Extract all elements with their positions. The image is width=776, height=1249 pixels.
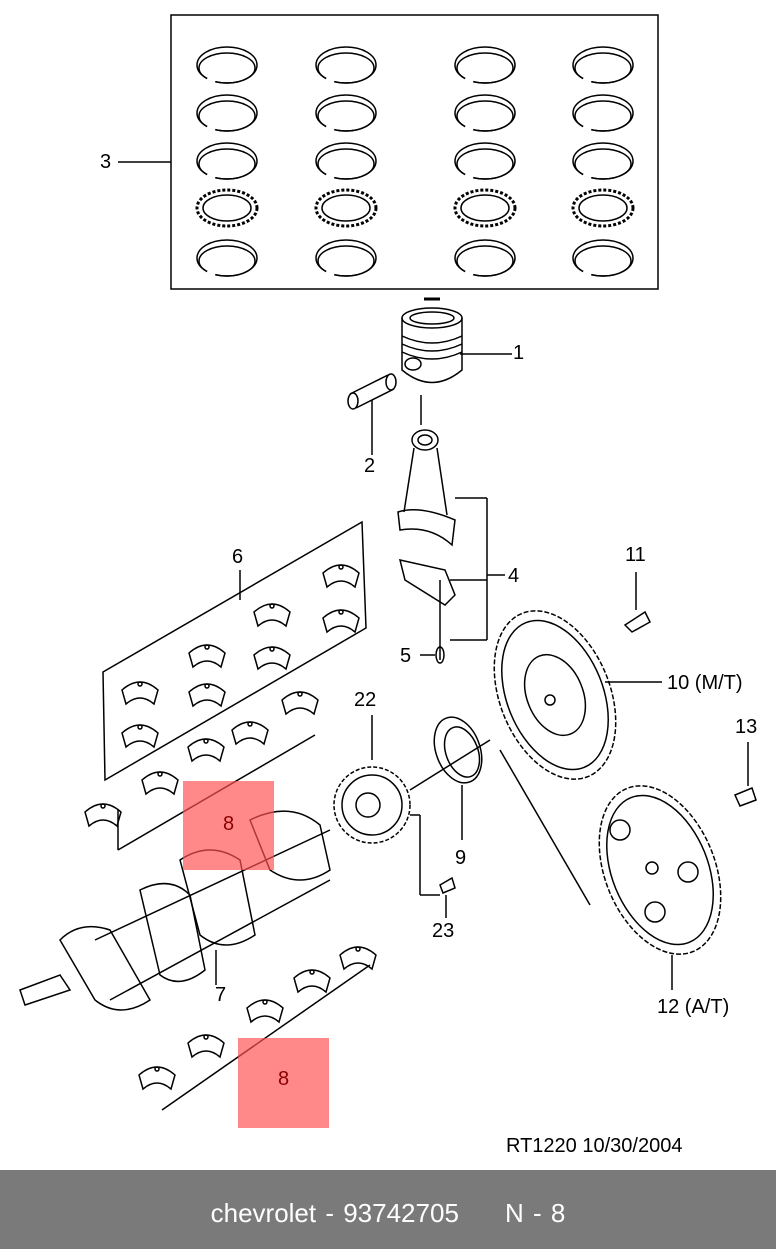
exploded-parts-diagram (19, 14, 757, 1111)
callout-22: 22 (354, 689, 377, 711)
compression-ring (196, 94, 258, 132)
callout-23: 23 (432, 920, 455, 942)
bearing-shell (121, 724, 159, 749)
bearing-shell (121, 681, 159, 706)
piston (401, 297, 512, 425)
piston-ring-grid (195, 46, 635, 277)
piston-pin (347, 373, 397, 455)
compression-ring (315, 94, 377, 132)
main-bearings-lower (138, 946, 377, 1111)
connecting-rod (397, 429, 505, 664)
bearing-shell (281, 691, 319, 716)
bearing-set-box (102, 520, 367, 782)
callout-12: 12 (A/T) (657, 996, 730, 1018)
flywheel-manual (493, 572, 662, 780)
callout-2: 2 (364, 455, 376, 477)
bearing-shell (253, 603, 291, 628)
rear-oil-seal (409, 716, 491, 840)
crank-sprocket (333, 715, 440, 896)
callout-7: 7 (215, 984, 227, 1006)
compression-ring (454, 94, 516, 132)
bearing-shell (339, 946, 377, 971)
bearing-shell (246, 999, 284, 1024)
callout-1: 1 (513, 342, 525, 364)
compression-ring (572, 142, 634, 180)
callout-11: 11 (625, 544, 646, 566)
oil-ring (453, 188, 517, 228)
compression-ring (454, 239, 516, 277)
bearing-shell (231, 721, 269, 746)
oil-ring (571, 188, 635, 228)
compression-ring (196, 142, 258, 180)
bearing-shell (138, 1066, 176, 1091)
compression-ring (196, 46, 258, 84)
highlight-box-lower: 8 (238, 1038, 329, 1128)
callout-5: 5 (400, 645, 412, 667)
bearing-shell (253, 646, 291, 671)
flexplate-automatic (499, 742, 757, 990)
piston-ring-set-box (170, 14, 659, 290)
callout-13: 13 (735, 716, 758, 738)
footer-bar: chevrolet - 93742705 N - 8 (0, 1170, 776, 1249)
compression-ring (572, 239, 634, 277)
bearing-shell (141, 771, 179, 796)
callout-8-upper: 8 (222, 813, 235, 835)
compression-ring (572, 46, 634, 84)
footer-position-code: N - 8 (505, 1198, 566, 1228)
compression-ring (315, 239, 377, 277)
highlight-box-upper: 8 (183, 781, 274, 870)
bearing-shell (293, 969, 331, 994)
bearing-shell (84, 803, 122, 828)
compression-ring (572, 94, 634, 132)
bearing-shell (188, 683, 226, 708)
callout-8-lower: 8 (277, 1068, 290, 1090)
compression-ring (315, 46, 377, 84)
bearing-shell (187, 1034, 225, 1059)
bearing-shell (187, 738, 225, 763)
oil-ring (314, 188, 378, 228)
crankshaft (19, 810, 331, 1011)
sprocket-bolt (439, 876, 456, 918)
oil-ring (195, 188, 259, 228)
bearing-shell (322, 564, 360, 589)
compression-ring (454, 142, 516, 180)
footer-part-number: 93742705 (343, 1198, 459, 1228)
drawing-reference: RT1220 10/30/2004 (506, 1135, 683, 1157)
compression-ring (196, 239, 258, 277)
callout-10: 10 (M/T) (667, 672, 743, 694)
callout-4: 4 (508, 565, 520, 587)
bearing-shell (188, 644, 226, 669)
compression-ring (454, 46, 516, 84)
bearing-shell (322, 609, 360, 634)
callout-6: 6 (232, 546, 244, 568)
compression-ring (315, 142, 377, 180)
callout-9: 9 (455, 847, 467, 869)
footer-text: chevrolet - 93742705 N - 8 (210, 1198, 566, 1228)
callout-3: 3 (100, 151, 112, 173)
footer-brand: chevrolet (210, 1198, 317, 1228)
